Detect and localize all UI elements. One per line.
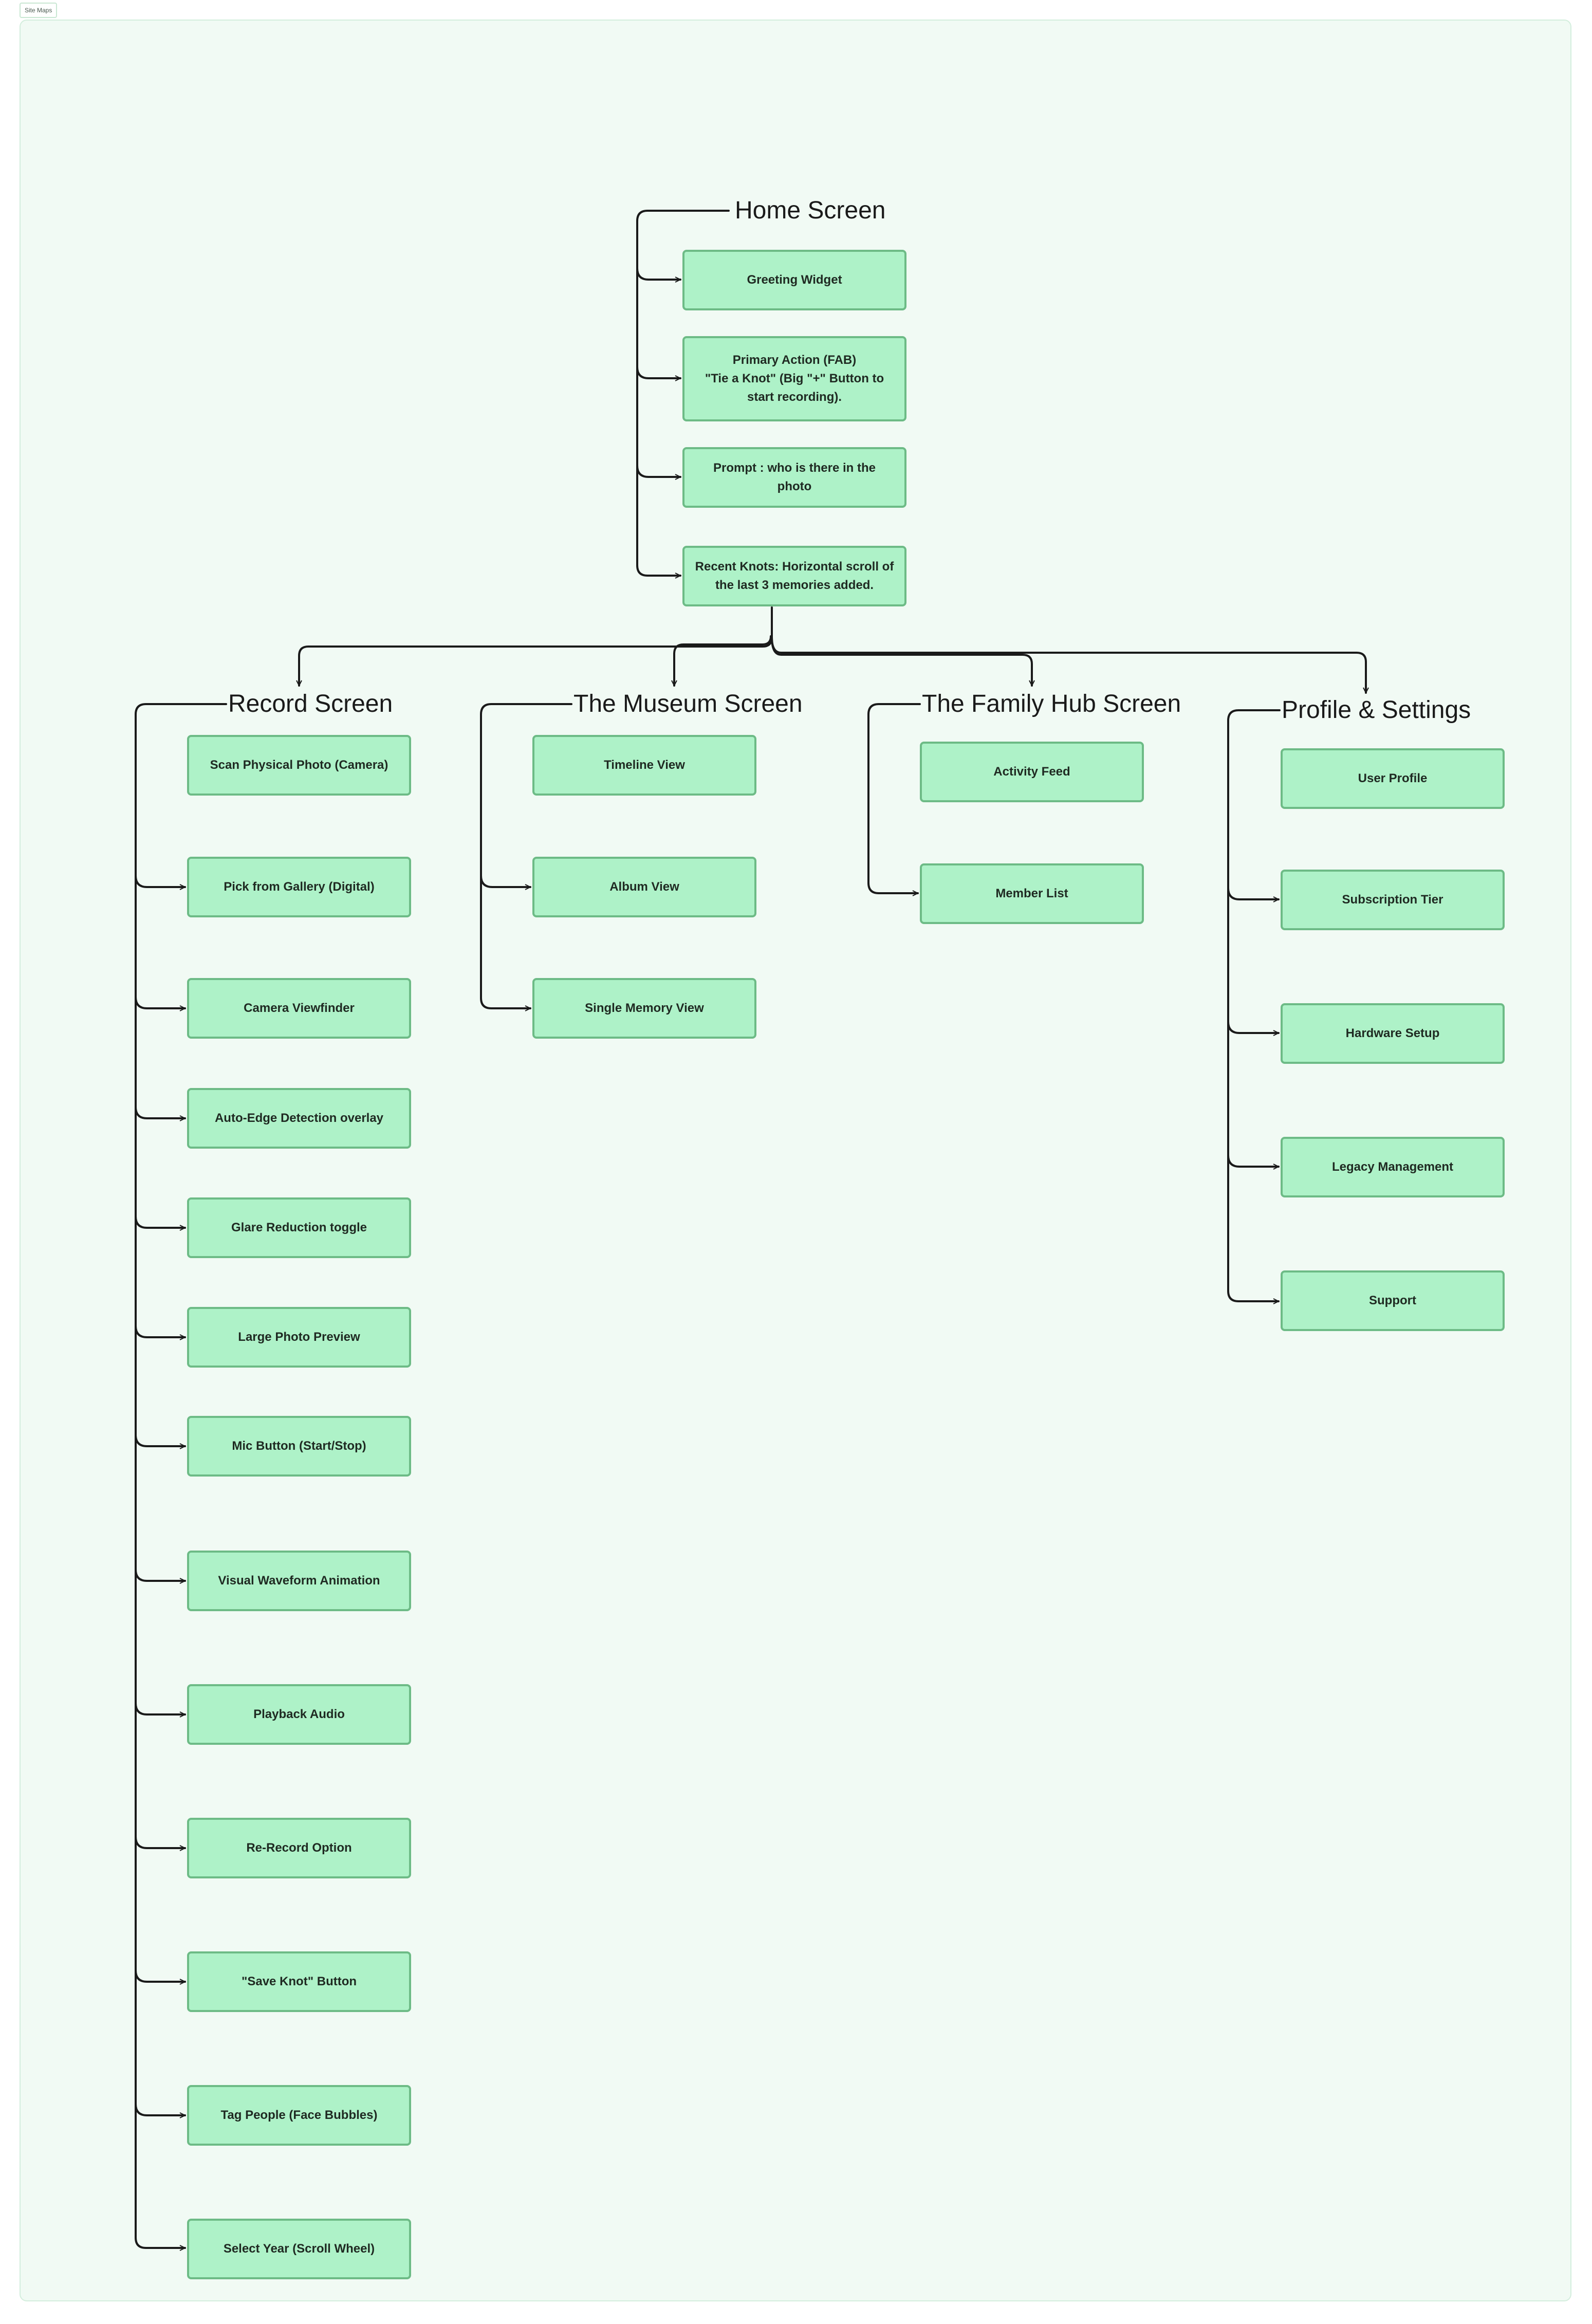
node-activity-feed[interactable]: Activity Feed: [920, 742, 1144, 802]
node-primary-action[interactable]: Primary Action (FAB) "Tie a Knot" (Big "…: [682, 336, 906, 421]
node-timeline-view[interactable]: Timeline View: [532, 735, 756, 796]
node-single-memory-view[interactable]: Single Memory View: [532, 978, 756, 1039]
frame-label[interactable]: Site Maps: [20, 3, 58, 18]
node-re-record[interactable]: Re-Record Option: [187, 1818, 411, 1878]
node-member-list[interactable]: Member List: [920, 863, 1144, 924]
node-select-year[interactable]: Select Year (Scroll Wheel): [187, 2219, 411, 2279]
family-hub-heading: The Family Hub Screen: [922, 690, 1181, 717]
node-hardware-setup[interactable]: Hardware Setup: [1281, 1003, 1505, 1064]
node-pick-from-gallery[interactable]: Pick from Gallery (Digital): [187, 857, 411, 917]
node-mic-button[interactable]: Mic Button (Start/Stop): [187, 1416, 411, 1477]
museum-screen-heading: The Museum Screen: [573, 690, 803, 717]
node-scan-physical-photo[interactable]: Scan Physical Photo (Camera): [187, 735, 411, 796]
node-user-profile[interactable]: User Profile: [1281, 748, 1505, 809]
node-recent-knots[interactable]: Recent Knots: Horizontal scroll of the l…: [682, 546, 906, 606]
record-screen-heading: Record Screen: [228, 690, 393, 717]
profile-settings-heading: Profile & Settings: [1282, 696, 1471, 724]
node-subscription-tier[interactable]: Subscription Tier: [1281, 870, 1505, 930]
node-legacy-management[interactable]: Legacy Management: [1281, 1137, 1505, 1197]
node-visual-waveform[interactable]: Visual Waveform Animation: [187, 1551, 411, 1611]
node-camera-viewfinder[interactable]: Camera Viewfinder: [187, 978, 411, 1039]
node-prompt[interactable]: Prompt : who is there in the photo: [682, 447, 906, 508]
node-album-view[interactable]: Album View: [532, 857, 756, 917]
home-screen-heading: Home Screen: [735, 197, 886, 224]
node-support[interactable]: Support: [1281, 1270, 1505, 1331]
node-glare-reduction[interactable]: Glare Reduction toggle: [187, 1197, 411, 1258]
node-auto-edge-detection[interactable]: Auto-Edge Detection overlay: [187, 1088, 411, 1149]
node-playback-audio[interactable]: Playback Audio: [187, 1684, 411, 1745]
node-tag-people[interactable]: Tag People (Face Bubbles): [187, 2085, 411, 2146]
node-save-knot[interactable]: "Save Knot" Button: [187, 1951, 411, 2012]
node-large-photo-preview[interactable]: Large Photo Preview: [187, 1307, 411, 1368]
node-greeting-widget[interactable]: Greeting Widget: [682, 250, 906, 310]
